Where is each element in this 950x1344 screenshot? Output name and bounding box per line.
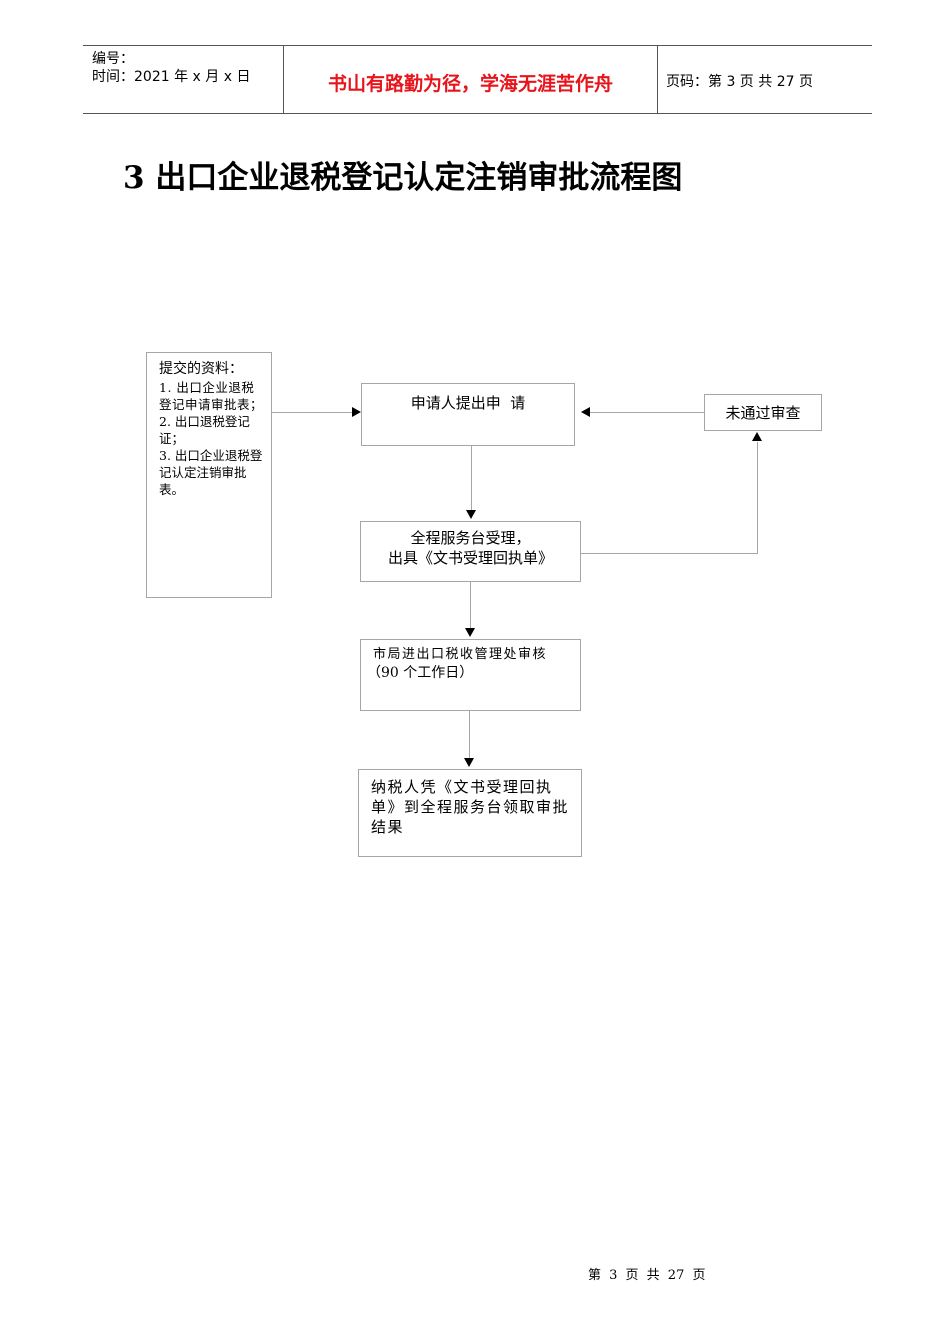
step-result-label: 纳税人凭《文书受理回执单》到全程服务台领取审批结果 — [371, 778, 570, 836]
step-result-box: 纳税人凭《文书受理回执单》到全程服务台领取审批结果 — [358, 769, 582, 857]
materials-item-3: 3. 出口企业退税登记认定注销审批表。 — [159, 448, 263, 497]
page-footer: 第 3 页 共 27 页 — [588, 1268, 706, 1283]
materials-item-1: 1. 出口企业退税登记申请审批表； — [159, 380, 264, 412]
step-rejected-label: 未通过审查 — [725, 404, 801, 422]
arrow-down-icon — [465, 628, 475, 637]
connector-apply-to-accept — [471, 446, 472, 510]
step-apply-label: 申请人提出申 请 — [410, 394, 526, 412]
connector-accept-to-review — [470, 582, 471, 629]
step-review-line1: 市局进出口税收管理处审核 — [373, 647, 548, 662]
step-review-box: 市局进出口税收管理处审核 （90 个工作日） — [360, 639, 581, 711]
connector-materials-to-apply — [272, 412, 354, 413]
connector-review-to-result — [469, 711, 470, 759]
connector-rejected-to-apply — [590, 412, 704, 413]
header-divider-1 — [283, 46, 284, 113]
arrow-down-icon — [466, 510, 476, 519]
page-title: 3 出口企业退税登记认定注销审批流程图 — [123, 160, 683, 196]
connector-accept-to-rejected-v — [757, 442, 758, 553]
arrow-right-icon — [352, 407, 361, 417]
materials-item-2: 2. 出口退税登记证； — [159, 414, 250, 446]
header-bottom-rule — [83, 113, 872, 114]
materials-box: 提交的资料： 1. 出口企业退税登记申请审批表； 2. 出口退税登记证； 3. … — [146, 352, 272, 598]
step-accept-line1: 全程服务台受理， — [410, 529, 531, 547]
header-time-label: 时间：2021 年 x 月 x 日 — [92, 69, 251, 85]
arrow-left-icon — [581, 407, 590, 417]
header-page-info: 页码：第 3 页 共 27 页 — [666, 74, 813, 90]
header-motto: 书山有路勤为径，学海无涯苦作舟 — [327, 73, 613, 95]
step-accept-line2: 出具《文书受理回执单》 — [387, 549, 553, 567]
header-top-rule — [83, 45, 872, 46]
arrow-down-icon — [464, 758, 474, 767]
materials-heading: 提交的资料： — [159, 361, 243, 377]
step-accept-box: 全程服务台受理， 出具《文书受理回执单》 — [360, 521, 581, 582]
header-divider-2 — [657, 46, 658, 113]
step-apply-box: 申请人提出申 请 — [361, 383, 575, 446]
connector-accept-to-rejected-h — [581, 553, 758, 554]
arrow-up-icon — [752, 432, 762, 441]
header-number-label: 编号： — [92, 51, 134, 67]
step-rejected-box: 未通过审查 — [704, 394, 822, 431]
step-review-line2: （90 个工作日） — [367, 665, 474, 681]
